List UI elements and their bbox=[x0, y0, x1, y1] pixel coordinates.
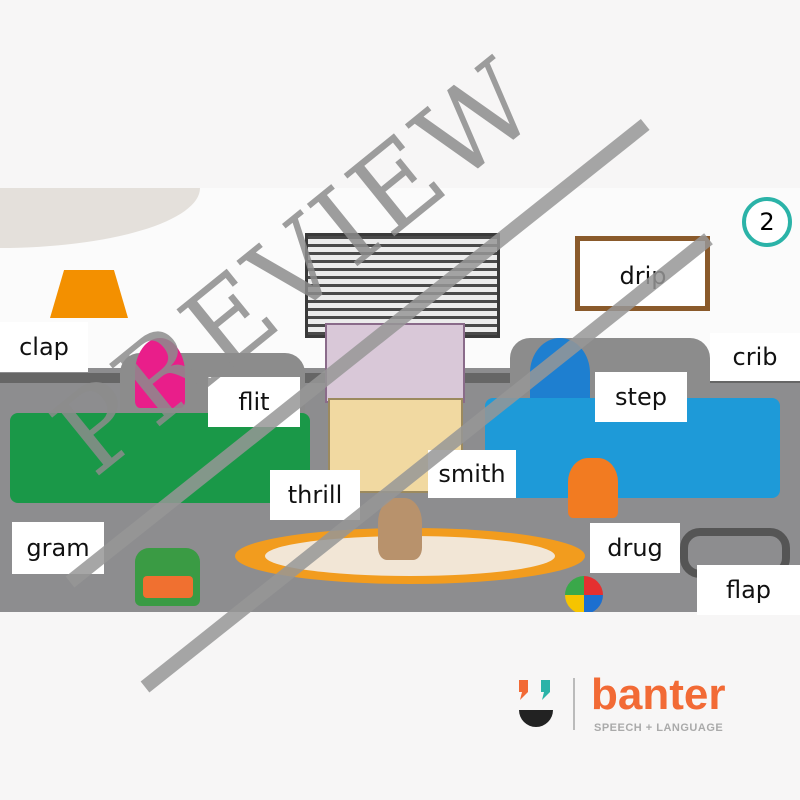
logo-divider bbox=[573, 678, 575, 730]
doll bbox=[568, 458, 618, 518]
word-thrill: thrill bbox=[270, 470, 360, 520]
brand-tagline: SPEECH + LANGUAGE bbox=[594, 722, 724, 734]
banter-logo-icon bbox=[519, 680, 553, 727]
wall-shadow bbox=[0, 188, 200, 248]
word-flap: flap bbox=[697, 565, 800, 615]
word-clap: clap bbox=[0, 322, 88, 372]
backpack bbox=[135, 548, 200, 606]
beach-ball bbox=[565, 576, 603, 612]
girl-sneezing bbox=[135, 338, 185, 408]
page-number-badge: 2 bbox=[742, 197, 792, 247]
lamp bbox=[50, 270, 128, 318]
word-step: step bbox=[595, 372, 687, 422]
word-crib: crib bbox=[710, 333, 800, 381]
dog bbox=[378, 498, 422, 560]
brand-name: banter bbox=[591, 670, 726, 719]
word-drug: drug bbox=[590, 523, 680, 573]
